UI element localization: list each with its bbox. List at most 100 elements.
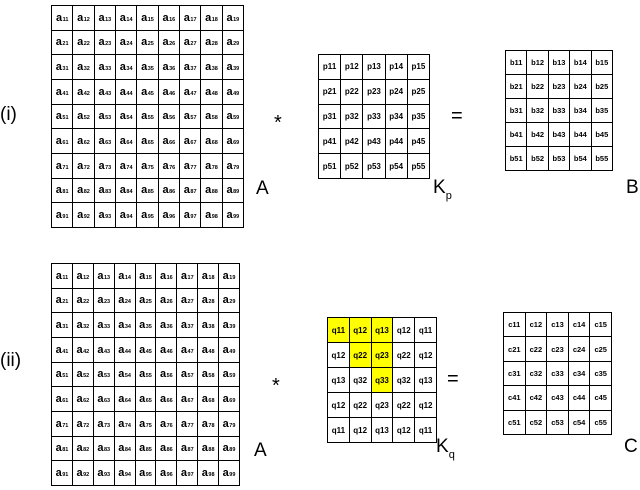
result-cell: b53 xyxy=(548,147,571,171)
matrix-a-cell-index: 95 xyxy=(147,214,154,221)
matrix-a-cell-letter: a xyxy=(162,209,169,222)
kernel-p-label: Kp xyxy=(433,177,452,202)
matrix-a-cell-letter: a xyxy=(98,36,105,49)
matrix-a-cell-letter: a xyxy=(183,85,190,98)
matrix-a-cell-letter: a xyxy=(76,343,83,356)
matrix-a-cell-index: 44 xyxy=(124,348,131,355)
matrix-a-cell-letter: a xyxy=(76,467,83,480)
matrix-a-cell-index: 12 xyxy=(83,274,90,281)
matrix-a-cell-index: 54 xyxy=(124,373,131,380)
result-cell: b11 xyxy=(506,51,528,75)
matrix-a-cell-letter: a xyxy=(160,393,167,406)
matrix-a-cell-index: 66 xyxy=(166,398,173,405)
matrix-a-cell-index: 65 xyxy=(145,398,152,405)
matrix-a-cell-letter: a xyxy=(222,417,229,430)
matrix-a-cell-index: 87 xyxy=(190,189,197,196)
matrix-a-cell-index: 59 xyxy=(229,373,236,380)
result-cell: b24 xyxy=(570,75,592,99)
result-cell: b23 xyxy=(548,75,571,99)
result-cell: c43 xyxy=(547,386,569,411)
matrix-a-cell-index: 38 xyxy=(208,324,215,331)
matrix-a-cell-index: 54 xyxy=(126,115,133,122)
matrix-a-cell-letter: a xyxy=(77,85,84,98)
matrix-a-cell-index: 74 xyxy=(124,422,131,429)
equals-sign-ii: = xyxy=(447,368,459,390)
matrix-a-cell-letter: a xyxy=(55,209,62,222)
matrix-a-cell-letter: a xyxy=(98,135,105,148)
result-cell: b34 xyxy=(570,99,592,123)
result-cell: c14 xyxy=(568,313,591,338)
matrix-a-i-label: A xyxy=(256,178,269,199)
matrix-a-cell-index: 92 xyxy=(83,214,90,221)
matrix-a-cell-index: 72 xyxy=(83,164,90,171)
kernel-cell: q12 xyxy=(393,418,416,443)
matrix-a-cell-letter: a xyxy=(201,269,208,282)
matrix-a-cell-index: 64 xyxy=(124,398,131,405)
result-cell: b42 xyxy=(527,123,549,147)
matrix-a-cell-index: 16 xyxy=(169,16,176,23)
kernel-cell-highlighted: q12 xyxy=(349,318,372,343)
matrix-a-cell-letter: a xyxy=(139,393,146,406)
matrix-a-cell-letter: a xyxy=(222,442,229,455)
kernel-cell: p21 xyxy=(319,79,342,105)
matrix-a-cell-index: 33 xyxy=(105,66,112,73)
matrix-a-cell-index: 86 xyxy=(166,447,173,454)
matrix-a-cell-index: 82 xyxy=(83,447,90,454)
matrix-a-cell-index: 88 xyxy=(211,189,218,196)
result-cell: b45 xyxy=(591,123,613,147)
matrix-a-cell-letter: a xyxy=(97,393,104,406)
matrix-a-cell-letter: a xyxy=(77,159,84,172)
matrix-a-cell-index: 72 xyxy=(83,422,90,429)
matrix-a-cell-index: 29 xyxy=(229,299,236,306)
matrix-a-cell-index: 64 xyxy=(126,140,133,147)
matrix-a-cell-index: 93 xyxy=(103,472,111,479)
matrix-a-cell-index: 15 xyxy=(145,274,152,281)
matrix-a-cell-letter: a xyxy=(97,467,104,480)
matrix-a-cell-index: 18 xyxy=(208,274,215,281)
matrix-a-cell-index: 91 xyxy=(62,472,69,479)
matrix-a-cell-index: 53 xyxy=(103,373,111,380)
kernel-cell: q12 xyxy=(415,343,437,368)
matrix-a-cell-letter: a xyxy=(77,61,84,74)
matrix-a-cell-index: 78 xyxy=(208,422,215,429)
matrix-a-cell-letter: a xyxy=(201,294,208,307)
matrix-a-cell-letter: a xyxy=(55,110,62,123)
matrix-a-cell-index: 61 xyxy=(62,398,69,405)
result-cell: b31 xyxy=(506,99,528,123)
kernel-cell: p35 xyxy=(407,104,430,130)
matrix-a-cell-letter: a xyxy=(76,393,83,406)
matrix-a-cell-index: 36 xyxy=(169,66,176,73)
matrix-a-cell-index: 37 xyxy=(187,324,194,331)
